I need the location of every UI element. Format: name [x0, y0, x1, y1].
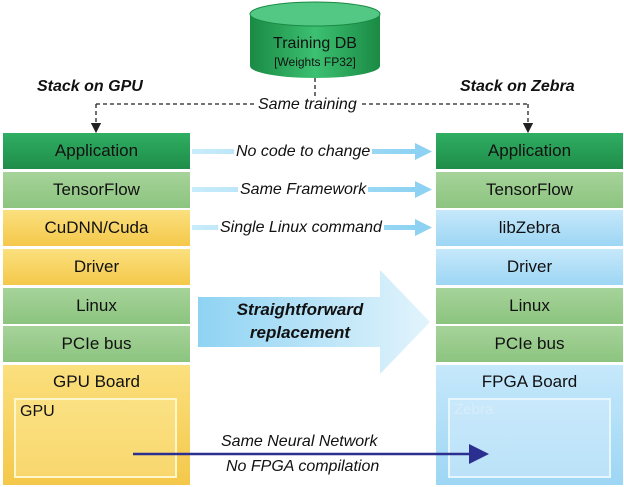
fpga-board-label: FPGA Board [481, 372, 578, 391]
same-framework-label: Same Framework [238, 181, 369, 199]
replacement-arrow [198, 270, 430, 374]
replacement-label-line1: Straightforward [236, 300, 364, 319]
gpu-chip-label: GPU [20, 403, 55, 420]
gpu-chip [14, 398, 177, 478]
zebra-chip [448, 398, 611, 478]
left-stack-title: Stack on GPU [37, 78, 143, 95]
right-layer-pcie: PCIe bus [436, 326, 623, 362]
db-subtitle: [Weights FP32] [274, 55, 356, 69]
right-stack-title: Stack on Zebra [460, 78, 575, 95]
left-layer-application: Application [3, 133, 190, 169]
left-layer-linux: Linux [3, 288, 190, 324]
gpu-board [3, 365, 190, 485]
left-layer-library: CuDNN/Cuda [3, 210, 190, 246]
left-layer-framework: TensorFlow [3, 172, 190, 208]
left-layer-pcie: PCIe bus [3, 326, 190, 362]
db-title: Training DB [273, 35, 357, 52]
zebra-chip-label: Zebra [454, 401, 494, 418]
database-cylinder [249, 1, 381, 78]
right-layer-linux: Linux [436, 288, 623, 324]
right-layer-driver: Driver [436, 249, 623, 285]
fpga-board [436, 365, 623, 485]
same-training-label: Same training [256, 96, 359, 114]
replacement-label-line2: replacement [249, 323, 351, 342]
same-nn-label: Same Neural Network [219, 433, 380, 451]
right-layer-library: libZebra [436, 210, 623, 246]
single-command-label: Single Linux command [218, 219, 384, 237]
no-fpga-compilation-label: No FPGA compilation [224, 458, 382, 476]
no-code-label: No code to change [234, 143, 373, 161]
right-layer-application: Application [436, 133, 623, 169]
gpu-board-label: GPU Board [53, 372, 140, 391]
left-layer-driver: Driver [3, 249, 190, 285]
right-layer-framework: TensorFlow [436, 172, 623, 208]
